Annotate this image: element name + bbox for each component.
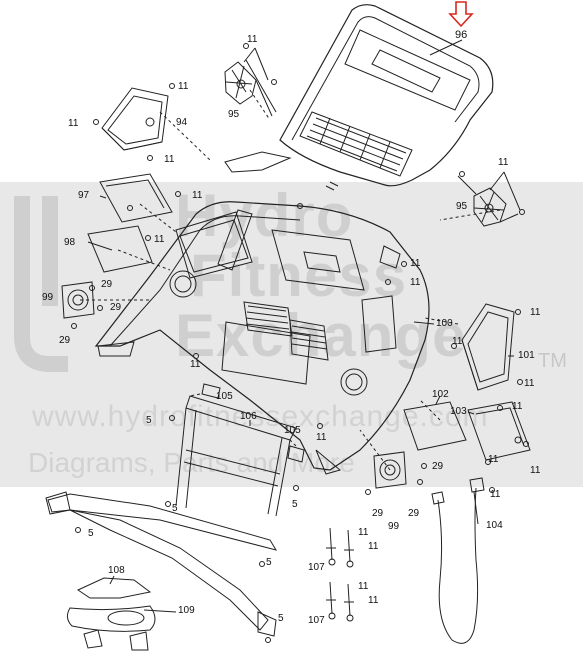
- callout-5: 5: [88, 528, 94, 539]
- callout-11: 11: [154, 234, 165, 245]
- callout-103: 103: [450, 406, 467, 417]
- callout-5: 5: [172, 503, 178, 514]
- callout-109: 109: [178, 605, 195, 616]
- callout-99: 99: [42, 292, 54, 303]
- callout-5: 5: [292, 499, 298, 510]
- part-107-bolt-set-upper: [326, 527, 354, 568]
- callout-100: 100: [436, 318, 453, 329]
- callout-11: 11: [530, 307, 541, 318]
- callout-11: 11: [524, 378, 535, 389]
- screw-icons: [71, 43, 529, 643]
- callout-95: 95: [228, 109, 240, 120]
- callout-105: 105: [216, 391, 233, 402]
- callout-11: 11: [164, 154, 175, 165]
- callout-11: 11: [452, 336, 463, 347]
- callout-99: 99: [388, 521, 400, 532]
- callout-11: 11: [410, 258, 421, 269]
- callout-5: 5: [146, 415, 152, 426]
- callout-11: 11: [368, 595, 379, 606]
- callout-11: 11: [490, 489, 501, 500]
- callout-102: 102: [432, 389, 449, 400]
- watermark-line-1: Hydro: [175, 182, 354, 249]
- part-104-cable: [431, 477, 485, 644]
- callout-5: 5: [266, 557, 272, 568]
- callout-29: 29: [372, 508, 384, 519]
- highlight-arrow-icon: [448, 1, 474, 28]
- callout-94: 94: [176, 117, 188, 128]
- callout-11: 11: [68, 118, 79, 129]
- part-107-bolt-set-lower: [326, 581, 354, 622]
- callout-96: 96: [455, 29, 468, 41]
- callout-107: 107: [308, 562, 325, 573]
- callout-98: 98: [64, 237, 76, 248]
- part-106-crossbar-frame: [175, 383, 305, 517]
- part-100-console-base: [94, 201, 430, 475]
- leader-lines: [80, 89, 501, 471]
- callout-105: 105: [284, 425, 301, 436]
- callout-11: 11: [488, 454, 499, 465]
- callout-11: 11: [358, 527, 369, 538]
- callout-97: 97: [78, 190, 90, 201]
- callout-11: 11: [368, 541, 379, 552]
- part-5-base-frame: [45, 491, 278, 637]
- callout-107: 107: [308, 615, 325, 626]
- label-leaders: [87, 39, 521, 613]
- callout-5: 5: [278, 613, 284, 624]
- part-98-plate: [87, 225, 153, 273]
- callout-11: 11: [178, 81, 189, 92]
- callout-29: 29: [110, 302, 122, 313]
- callout-11: 11: [192, 190, 203, 201]
- part-94-basket: [101, 87, 169, 151]
- callout-104: 104: [486, 520, 503, 531]
- watermark-url: www.hydrofitnessexchange.com: [32, 400, 489, 433]
- callout-11: 11: [410, 277, 421, 288]
- callout-11: 11: [512, 401, 523, 412]
- part-95-fan-left: [224, 59, 277, 117]
- callout-11: 11: [358, 581, 369, 592]
- callout-106: 106: [240, 411, 257, 422]
- callout-29: 29: [101, 279, 113, 290]
- watermark-logo: [14, 196, 68, 372]
- callout-11: 11: [316, 432, 327, 443]
- callout-11: 11: [190, 359, 201, 370]
- callout-29: 29: [408, 508, 420, 519]
- callout-11: 11: [498, 157, 509, 168]
- watermark-line-2: Fitness: [190, 242, 408, 309]
- callout-101: 101: [518, 350, 535, 361]
- callout-11: 11: [530, 465, 541, 476]
- callout-108: 108: [108, 565, 125, 576]
- callout-95: 95: [456, 201, 468, 212]
- callout-29: 29: [432, 461, 444, 472]
- part-99-speaker-right: [373, 451, 407, 489]
- part-103-plate: [467, 401, 531, 461]
- callout-11: 11: [247, 34, 258, 45]
- watermark-trademark: TM: [538, 350, 567, 372]
- callout-29: 29: [59, 335, 71, 346]
- part-101-basket: [461, 303, 515, 391]
- part-96-console-housing: [224, 4, 494, 191]
- part-102-plate: [403, 401, 467, 451]
- part-108-109-handle-grips: [66, 577, 156, 651]
- part-95-fan-right: [457, 175, 519, 227]
- part-97-plate: [99, 173, 173, 223]
